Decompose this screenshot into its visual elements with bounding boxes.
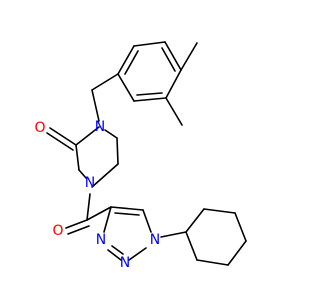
atom-labels: O N N O N N N — [34, 119, 160, 271]
bond-c3-n4 — [78, 169, 87, 179]
bond-cy3-cy4 — [234, 212, 247, 242]
atom-n1-triazole: N — [150, 232, 160, 248]
atom-n2-triazole: N — [120, 255, 130, 271]
bond-c2-o-ring-a — [49, 127, 77, 146]
triazole-ring — [103, 206, 152, 261]
bond-ch2-n1 — [91, 89, 100, 122]
bond-n2t-n3t-inner — [111, 245, 124, 255]
bond-ar5-ar6-inner — [136, 92, 163, 96]
bond-c5-c6 — [116, 137, 119, 165]
bond-ar3-ar4-inner — [161, 47, 176, 72]
bond-cy1-cy2 — [185, 208, 205, 233]
atom-o-acyl: O — [52, 223, 63, 239]
bond-ar1-ar2 — [117, 45, 135, 75]
molecule-diagram: O N N O N N N — [34, 41, 247, 271]
bond-ar1-ar2-inner — [124, 50, 139, 75]
piperazinone-ring — [75, 126, 119, 188]
bond-cy5-cy6 — [196, 259, 229, 266]
bond-cy6-cy1 — [185, 231, 198, 261]
atom-n3-triazole: N — [96, 232, 106, 248]
bond-ar4-ar5 — [165, 69, 182, 99]
atom-n-piperazine: N — [85, 175, 95, 191]
bond-methyl-meta — [165, 97, 183, 126]
benzene-ring — [117, 41, 182, 102]
bond-n1-c2 — [75, 126, 100, 146]
bond-c5t-n1t — [142, 209, 152, 233]
molecule-structure-canvas: O N N O N N N — [34, 41, 247, 271]
bond-n1t-cyclohexyl — [160, 231, 187, 238]
bond-n3t-c4 — [103, 206, 112, 233]
bond-ar3-ar4 — [164, 41, 182, 71]
bond-ar6-ar1 — [117, 73, 135, 102]
bond-n1t-n2t — [128, 247, 147, 261]
bond-n4-acyl — [86, 193, 91, 221]
bond-acyl-o-a — [65, 219, 88, 229]
bond-methyl-para — [180, 42, 198, 71]
bond-acyl-triazole — [86, 206, 112, 221]
bond-acyl-o-b — [67, 225, 90, 235]
bond-c4-c5t — [110, 206, 144, 211]
bond-n2t-n3t — [107, 249, 122, 261]
bond-n4-c5 — [91, 163, 119, 188]
bond-c6-n1 — [104, 129, 118, 139]
bond-ar1-ch2 — [91, 73, 119, 91]
cyclohexane-ring — [185, 208, 247, 266]
bond-cy4-cy5 — [227, 240, 247, 266]
bond-c2-o-ring-b — [46, 132, 74, 151]
atom-o-ring-carbonyl: O — [34, 120, 45, 136]
bond-ar5-ar6 — [133, 97, 167, 102]
atom-n-amide: N — [95, 119, 105, 135]
bond-cy2-cy3 — [203, 208, 236, 214]
bond-c2-c3 — [75, 144, 80, 171]
bond-c4-c5t-inner — [114, 212, 140, 216]
bond-ar2-ar3 — [133, 41, 166, 47]
